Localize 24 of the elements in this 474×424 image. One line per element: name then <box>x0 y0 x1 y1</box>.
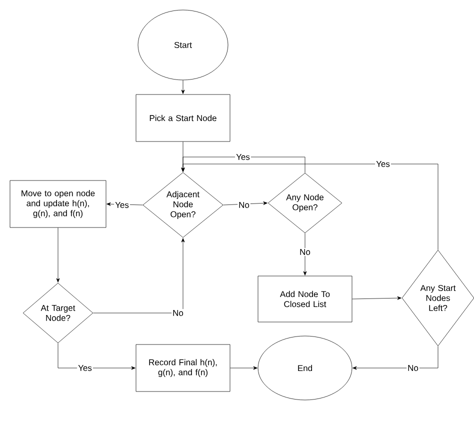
arrow <box>181 164 438 250</box>
arrow <box>352 346 438 370</box>
edge-label: No <box>238 201 250 209</box>
edge-label: Yes <box>375 160 391 168</box>
edge-label: No <box>172 309 184 317</box>
process-box: Record Final h(n), g(n), and f(n) <box>136 344 230 392</box>
arrow <box>303 233 307 276</box>
edge-label: Yes <box>114 201 130 209</box>
edge-label: No <box>406 364 420 372</box>
arrow <box>58 343 136 370</box>
arrow <box>56 228 60 282</box>
arrow <box>230 366 258 370</box>
arrow <box>93 238 185 314</box>
process-box: Move to open node and update h(n), g(n), and f(n) <box>10 180 106 228</box>
arrow <box>106 202 143 206</box>
arrow <box>223 201 268 206</box>
arrow <box>181 156 306 173</box>
edge-label: Yes <box>235 153 251 161</box>
process-box: Pick a Start Node <box>136 94 230 142</box>
process-box: Add Node To Closed List <box>258 276 352 322</box>
edge-label: Yes <box>77 364 93 372</box>
edge-label: No <box>298 248 312 256</box>
arrow <box>181 80 185 94</box>
arrow <box>352 296 402 300</box>
